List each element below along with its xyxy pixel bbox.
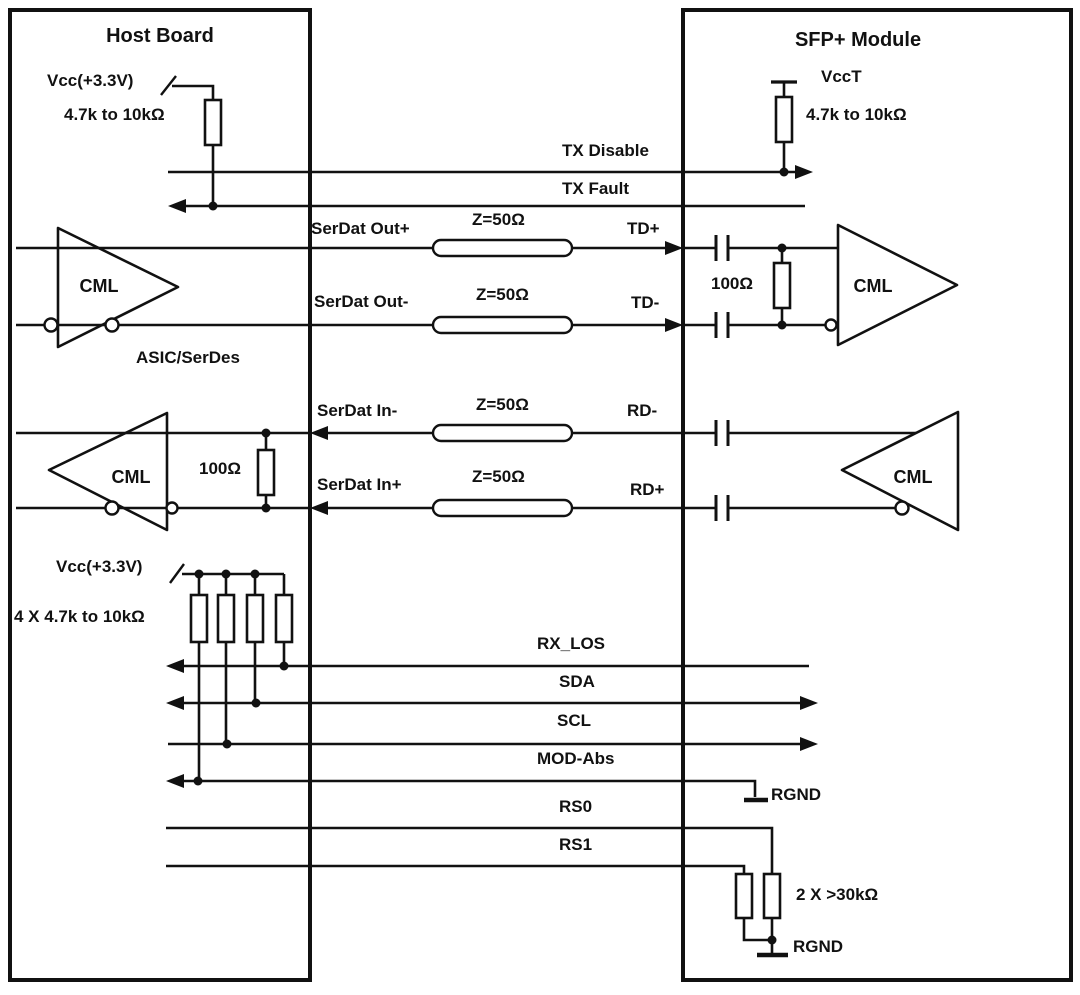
rd-n-arrow xyxy=(310,426,328,440)
host-txfault-pullup-resistor xyxy=(203,98,223,147)
td-n-arrow xyxy=(665,318,683,332)
sda-left-arrow xyxy=(166,696,184,710)
rs-resistor-value-label: 2 X >30kΩ xyxy=(796,885,879,904)
host-vcc-top-value: 4.7k to 10kΩ xyxy=(64,105,165,124)
signal-direction-arrows xyxy=(166,165,818,788)
z50-rd-p-label: Z=50Ω xyxy=(472,467,525,486)
sfp-module-box xyxy=(681,8,1073,982)
host-vcc-top-label: Vcc(+3.3V) xyxy=(47,71,134,90)
module-vcct-pullup-resistor xyxy=(774,95,794,144)
module-vcct-value: 4.7k to 10kΩ xyxy=(806,105,907,124)
module-cml-tx-label: CML xyxy=(853,276,893,296)
rd-p-label: RD+ xyxy=(630,480,665,499)
host-cml-rx-label: CML xyxy=(111,467,151,487)
rd-n-label: RD- xyxy=(627,401,658,420)
host-pullup-resistor-1 xyxy=(189,593,209,644)
sda-label: SDA xyxy=(559,672,595,691)
z50-td-n-label: Z=50Ω xyxy=(476,285,529,304)
module-rs0-resistor xyxy=(762,872,782,920)
mod-abs-label: MOD-Abs xyxy=(537,749,615,768)
coupling-capacitors xyxy=(714,235,730,521)
host-pullup-resistor-2 xyxy=(216,593,236,644)
serdat-in-n-label: SerDat In- xyxy=(317,401,398,420)
zline-td-p xyxy=(431,238,574,258)
module-100ohm-termination xyxy=(772,261,792,310)
module-cml-rx-label: CML xyxy=(893,467,933,487)
host-board-box xyxy=(8,8,312,982)
rgnd-mod-abs-label: RGND xyxy=(771,785,822,804)
serdat-in-p-label: SerDat In+ xyxy=(317,475,402,494)
signal-wires xyxy=(16,82,916,955)
sda-right-arrow xyxy=(800,696,818,710)
host-100ohm-label: 100Ω xyxy=(199,459,241,478)
host-pullup-resistor-3 xyxy=(245,593,265,644)
rgnd-ground-symbols xyxy=(744,797,788,958)
junction-dots xyxy=(193,167,789,945)
zline-rd-n xyxy=(431,423,574,443)
sfp-module-title: SFP+ Module xyxy=(794,29,922,51)
scl-label: SCL xyxy=(557,711,591,730)
zline-td-n xyxy=(431,315,574,335)
rgnd-rs-label: RGND xyxy=(793,937,844,956)
host-vcc-low-value: 4 X 4.7k to 10kΩ xyxy=(14,607,145,626)
tx-fault-arrow xyxy=(168,199,186,213)
transmission-line-symbols xyxy=(431,238,574,518)
tx-disable-arrow xyxy=(795,165,813,179)
mod-abs-arrow xyxy=(166,774,184,788)
rs1-label: RS1 xyxy=(559,835,593,854)
z50-td-p-label: Z=50Ω xyxy=(472,210,525,229)
td-p-arrow xyxy=(665,241,683,255)
tx-fault-label: TX Fault xyxy=(562,179,630,198)
module-rs1-resistor xyxy=(734,872,754,920)
inversion-bubbles xyxy=(43,317,910,516)
serdat-out-p-label: SerDat Out+ xyxy=(311,219,410,238)
host-board-title: Host Board xyxy=(106,25,214,47)
zline-rd-p xyxy=(431,498,574,518)
rs0-label: RS0 xyxy=(559,797,593,816)
module-vcct-label: VccT xyxy=(821,67,862,86)
vcc-rail-slash-marks xyxy=(160,75,185,584)
module-cml-driver-triangle xyxy=(840,410,960,532)
rx-los-arrow xyxy=(166,659,184,673)
rd-p-arrow xyxy=(310,501,328,515)
host-cml-receiver-triangle xyxy=(47,411,169,532)
host-pullup-resistor-4 xyxy=(274,593,294,644)
resistors xyxy=(189,95,794,920)
host-100ohm-termination xyxy=(256,448,276,497)
td-n-label: TD- xyxy=(631,293,660,312)
module-100ohm-label: 100Ω xyxy=(711,274,753,293)
scl-arrow xyxy=(800,737,818,751)
host-cml-tx-label: CML xyxy=(79,276,119,296)
host-cml-driver-triangle xyxy=(56,226,180,349)
serdat-out-n-label: SerDat Out- xyxy=(314,292,409,311)
tx-disable-label: TX Disable xyxy=(562,141,649,160)
host-vcc-low-label: Vcc(+3.3V) xyxy=(56,557,143,576)
z50-rd-n-label: Z=50Ω xyxy=(476,395,529,414)
td-p-label: TD+ xyxy=(627,219,660,238)
cml-buffers xyxy=(47,223,960,532)
rx-los-label: RX_LOS xyxy=(537,634,606,653)
module-cml-input-triangle xyxy=(836,223,959,347)
asic-serdes-label: ASIC/SerDes xyxy=(136,348,240,367)
